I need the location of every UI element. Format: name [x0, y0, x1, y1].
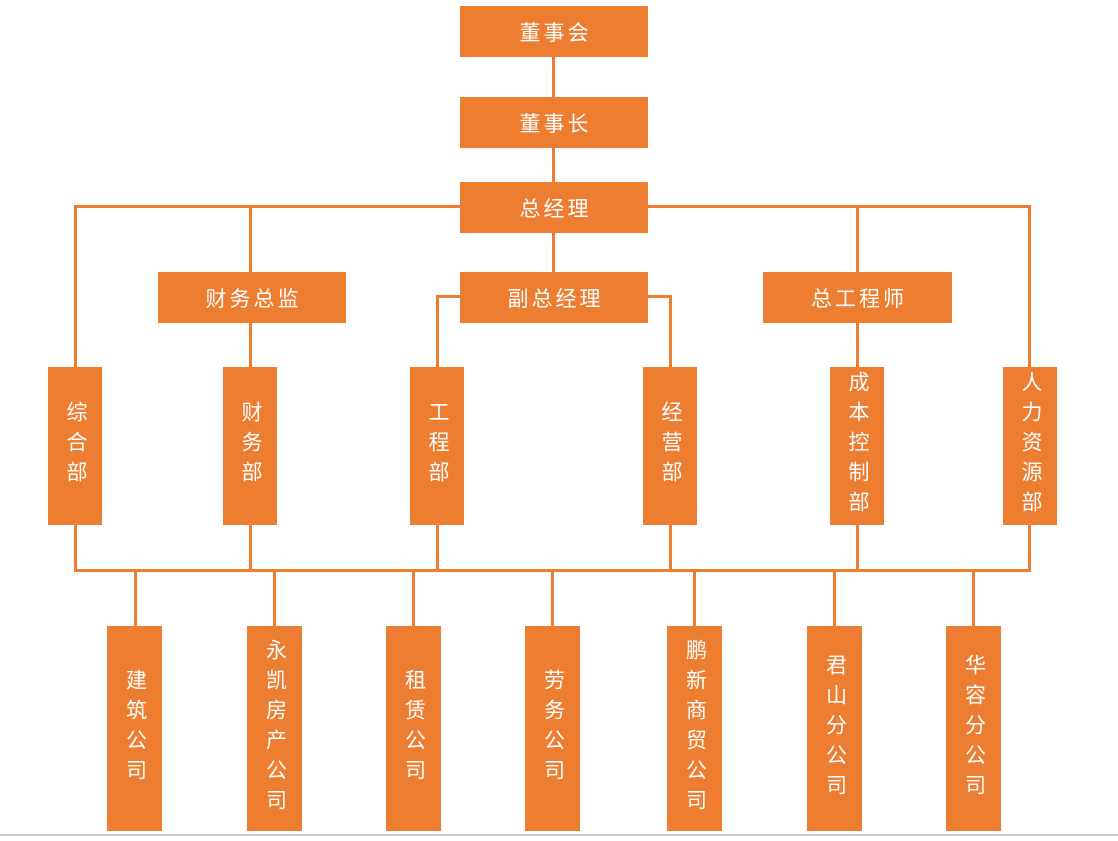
dept-engineering: 工程部: [410, 367, 464, 525]
connector-company-drop-2: [273, 569, 276, 626]
company-yongkai-real-estate: 永凯房产公司: [247, 626, 302, 831]
dept-engineering-label: 工程部: [426, 401, 449, 491]
connector-dept-drop-6: [1028, 525, 1031, 572]
company-leasing: 租赁公司: [386, 626, 441, 831]
node-chairman-label: 董事长: [519, 112, 592, 136]
dept-finance-label: 财务部: [239, 401, 262, 491]
company-huarong-branch-label: 华容分公司: [962, 653, 986, 804]
node-deputy-general-manager-label: 副总经理: [507, 287, 604, 311]
dept-human-resources-label: 人力资源部: [1019, 371, 1042, 521]
connector-bus-hr: [1028, 205, 1031, 367]
node-deputy-general-manager: 副总经理: [460, 272, 648, 323]
connector-company-drop-5: [693, 569, 696, 626]
connector-dept-drop-3: [436, 525, 439, 572]
connector-ce-cost-control-dept: [856, 322, 859, 367]
company-construction-label: 建筑公司: [123, 668, 147, 789]
connector-company-drop-6: [833, 569, 836, 626]
connector-company-drop-1: [134, 569, 137, 626]
company-junshan-branch-label: 君山分公司: [823, 653, 847, 804]
node-general-manager-label: 总经理: [519, 197, 592, 221]
node-chief-engineer-label: 总工程师: [811, 287, 907, 311]
connector-deputy-left-h: [436, 295, 460, 298]
company-pengxin-trading: 鹏新商贸公司: [667, 626, 722, 831]
node-general-manager: 总经理: [460, 182, 648, 233]
company-junshan-branch: 君山分公司: [807, 626, 862, 831]
node-finance-director-label: 财务总监: [205, 287, 302, 311]
connector-chairman-gm: [552, 148, 555, 182]
connector-bus-cfo: [249, 205, 252, 272]
node-finance-director: 财务总监: [158, 272, 346, 323]
dept-human-resources: 人力资源部: [1003, 367, 1057, 525]
bottom-divider: [0, 834, 1118, 836]
company-leasing-label: 租赁公司: [402, 668, 426, 789]
connector-company-drop-3: [412, 569, 415, 626]
dept-finance: 财务部: [223, 367, 277, 525]
connector-dept-drop-4: [669, 525, 672, 572]
company-pengxin-trading-label: 鹏新商贸公司: [683, 638, 707, 819]
dept-general-office: 综合部: [48, 367, 102, 525]
company-construction: 建筑公司: [107, 626, 162, 831]
connector-dept-drop-1: [74, 525, 77, 572]
company-labor-services-label: 劳务公司: [541, 668, 565, 789]
connector-dept-drop-5: [856, 525, 859, 572]
connector-company-drop-4: [551, 569, 554, 626]
connector-deputy-right-v: [669, 295, 672, 367]
connector-deputy-right-h: [648, 295, 672, 298]
connector-company-drop-7: [972, 569, 975, 626]
company-labor-services: 劳务公司: [525, 626, 580, 831]
connector-bus-chief-engineer: [856, 205, 859, 272]
company-huarong-branch: 华容分公司: [946, 626, 1001, 831]
connector-deputy-left-v: [436, 295, 439, 367]
connector-board-chairman: [552, 57, 555, 97]
dept-operations: 经营部: [643, 367, 697, 525]
connector-gm-deputy: [552, 233, 555, 272]
node-board-of-directors: 董事会: [460, 6, 648, 57]
dept-cost-control-label: 成本控制部: [846, 371, 869, 521]
connector-cfo-finance-dept: [249, 323, 252, 367]
dept-cost-control: 成本控制部: [830, 367, 884, 525]
dept-operations-label: 经营部: [659, 401, 682, 491]
dept-general-office-label: 综合部: [64, 401, 87, 491]
node-board-of-directors-label: 董事会: [519, 21, 592, 45]
node-chairman: 董事长: [460, 97, 648, 148]
connector-bus-general-office: [74, 205, 77, 367]
company-yongkai-real-estate-label: 永凯房产公司: [263, 638, 287, 819]
node-chief-engineer: 总工程师: [763, 272, 952, 323]
connector-dept-drop-2: [249, 525, 252, 572]
